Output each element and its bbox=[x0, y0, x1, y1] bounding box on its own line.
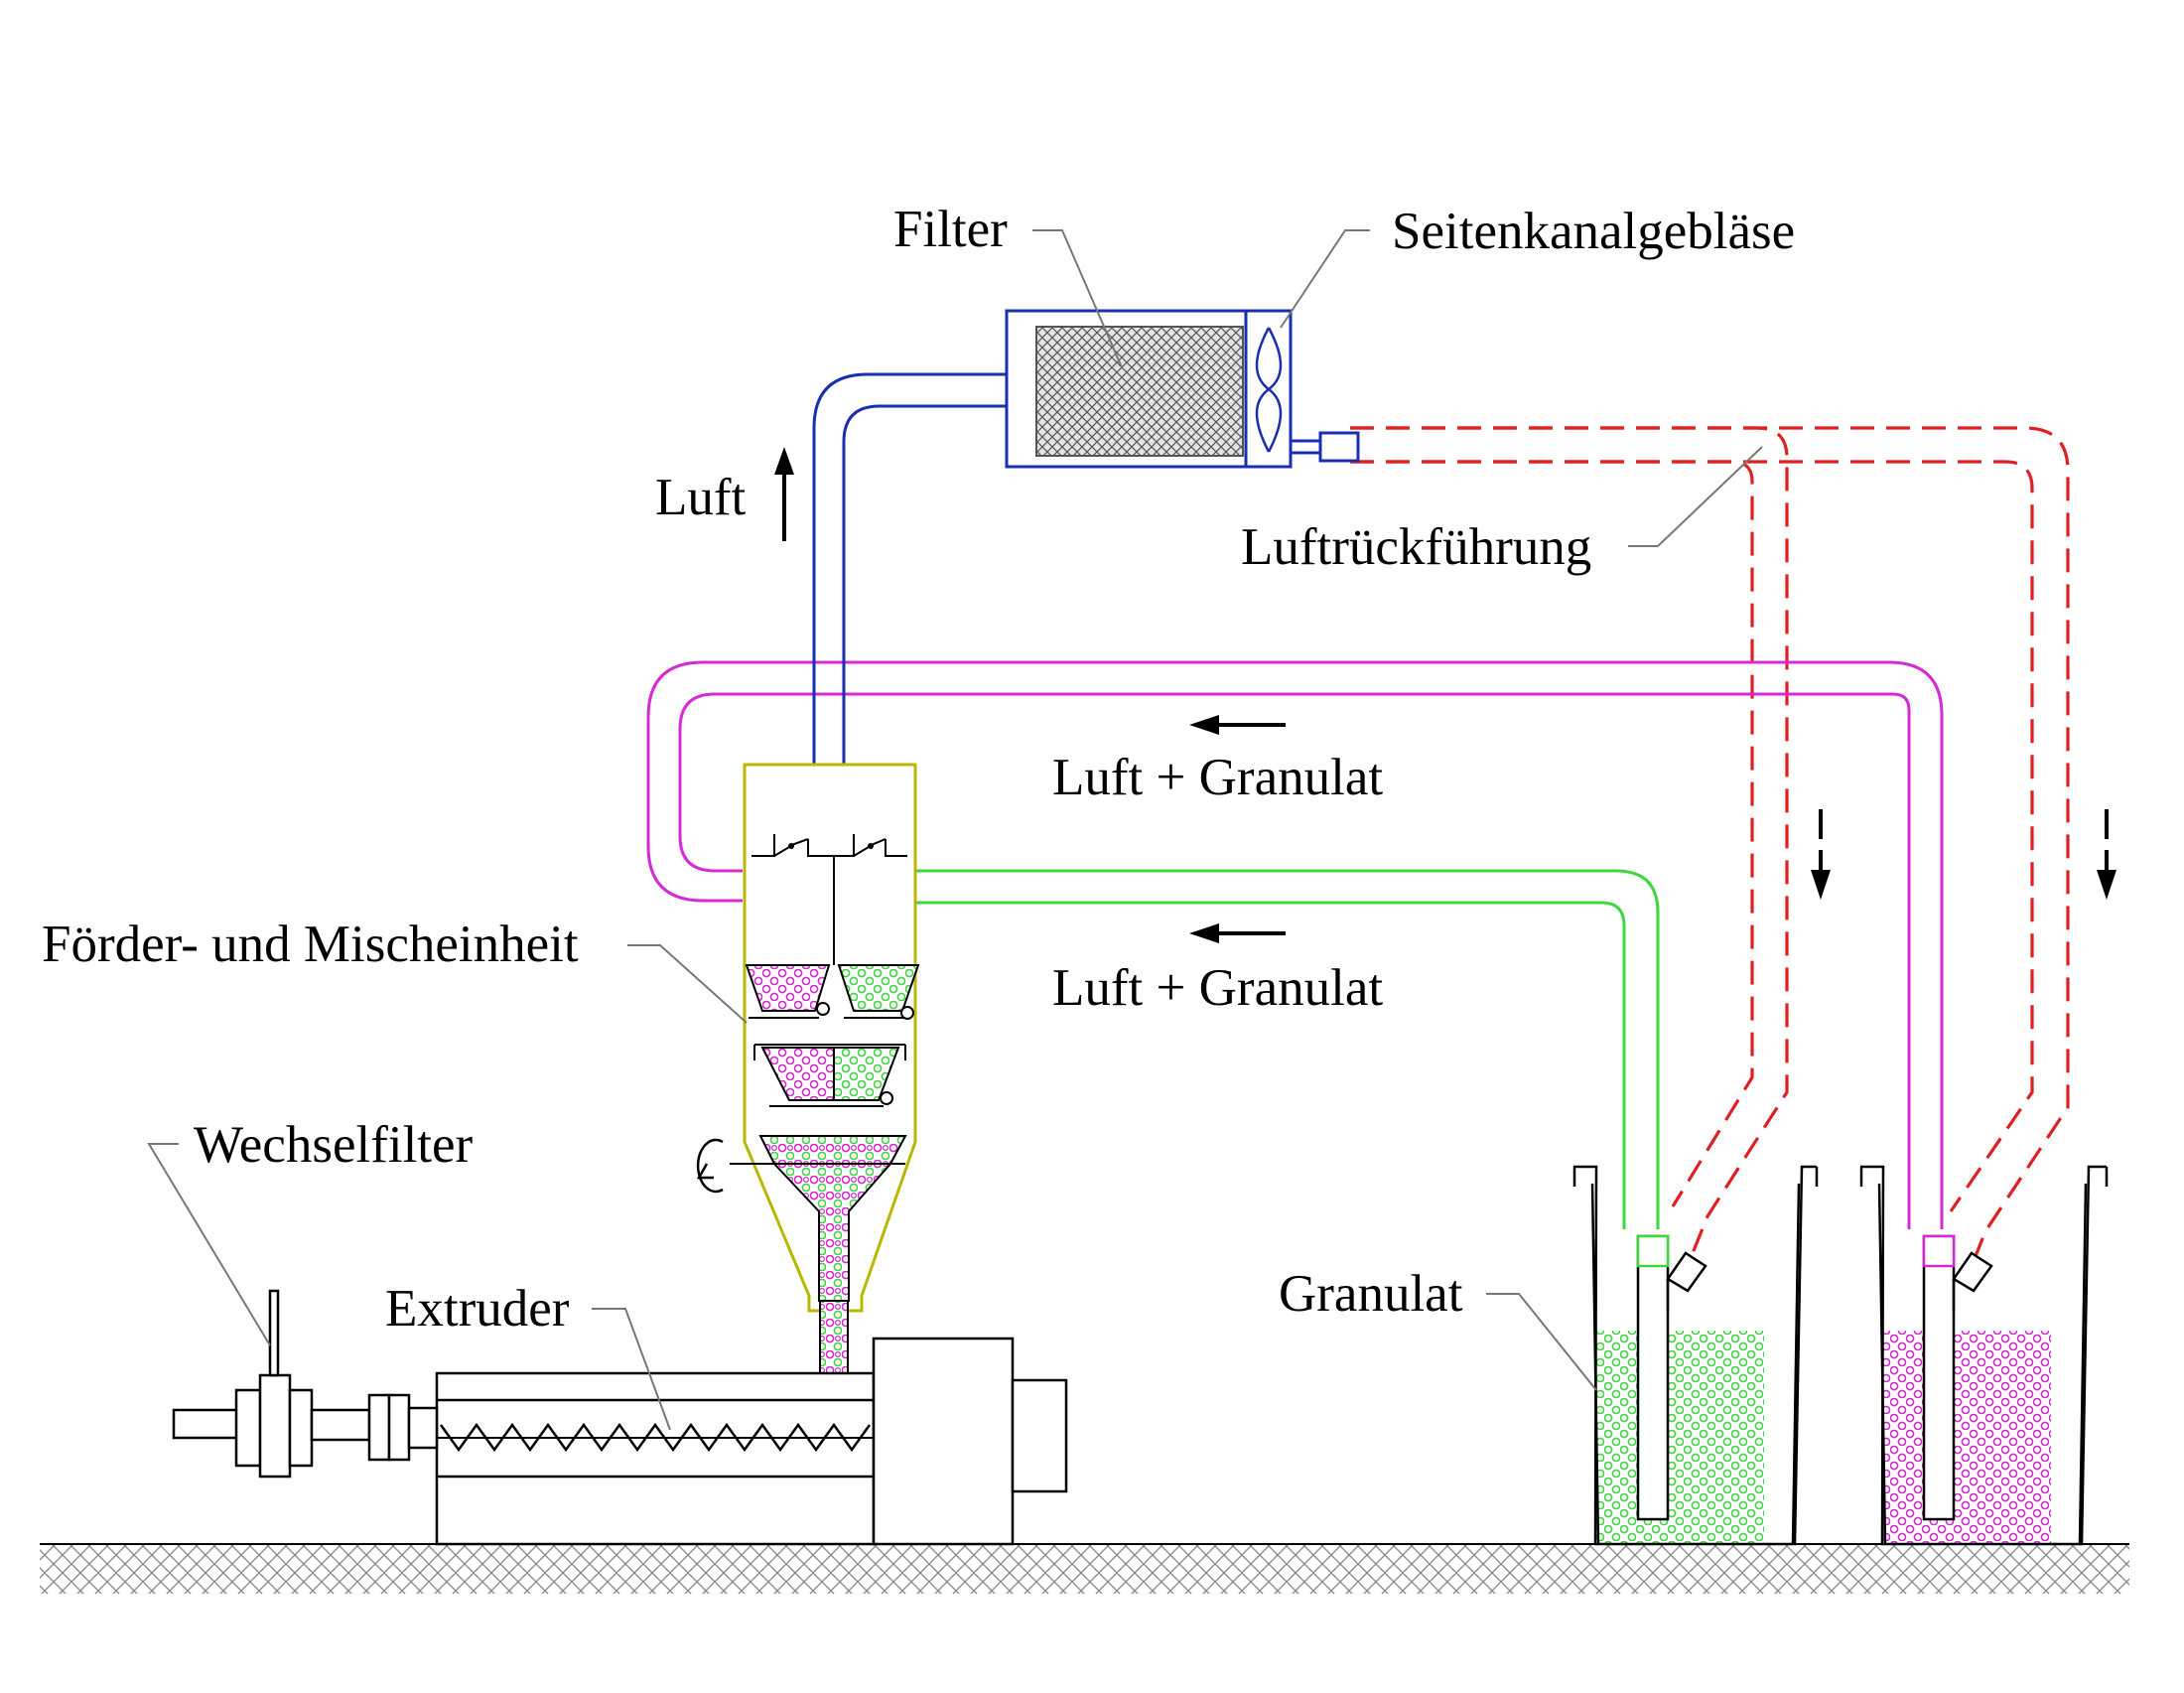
blue-air-line bbox=[812, 372, 1007, 765]
granulate-container-right bbox=[1859, 1165, 2109, 1546]
label-screen-changer: Wechselfilter bbox=[194, 1116, 474, 1174]
screen-changer bbox=[172, 1289, 439, 1479]
rotate-arrow-icon bbox=[696, 1138, 724, 1194]
label-air-return: Luftrückführung bbox=[1241, 518, 1591, 576]
green-conveying-line bbox=[914, 869, 1660, 1229]
flow-left-arrow-bottom bbox=[1189, 923, 1286, 943]
air-up-arrow bbox=[774, 447, 794, 541]
blower-fan-icon bbox=[1255, 327, 1283, 453]
ground bbox=[40, 1543, 2129, 1594]
label-filter: Filter bbox=[893, 201, 1008, 258]
label-extruder: Extruder bbox=[385, 1280, 570, 1338]
label-air: Luft bbox=[655, 469, 747, 526]
label-blower: Seitenkanalgebläse bbox=[1392, 203, 1795, 260]
return-down-arrow-left bbox=[1811, 809, 1831, 900]
return-down-arrow-right bbox=[2097, 809, 2116, 900]
leader-lines bbox=[147, 229, 1763, 1431]
label-air-granulate-bottom: Luft + Granulat bbox=[1052, 959, 1383, 1017]
label-conveying-mixing-unit: Förder- und Mischeinheit bbox=[42, 916, 579, 973]
filter-mesh bbox=[1035, 326, 1244, 457]
flow-left-arrow-top bbox=[1189, 715, 1286, 735]
label-granulate: Granulat bbox=[1279, 1265, 1463, 1323]
air-return-lines bbox=[1350, 426, 2070, 1257]
label-air-granulate-top: Luft + Granulat bbox=[1052, 749, 1383, 806]
magenta-conveying-line bbox=[646, 660, 1944, 1229]
extruder bbox=[435, 1337, 1068, 1546]
granulate-container-left bbox=[1572, 1165, 1819, 1546]
conveying-mixing-unit bbox=[730, 763, 920, 1376]
